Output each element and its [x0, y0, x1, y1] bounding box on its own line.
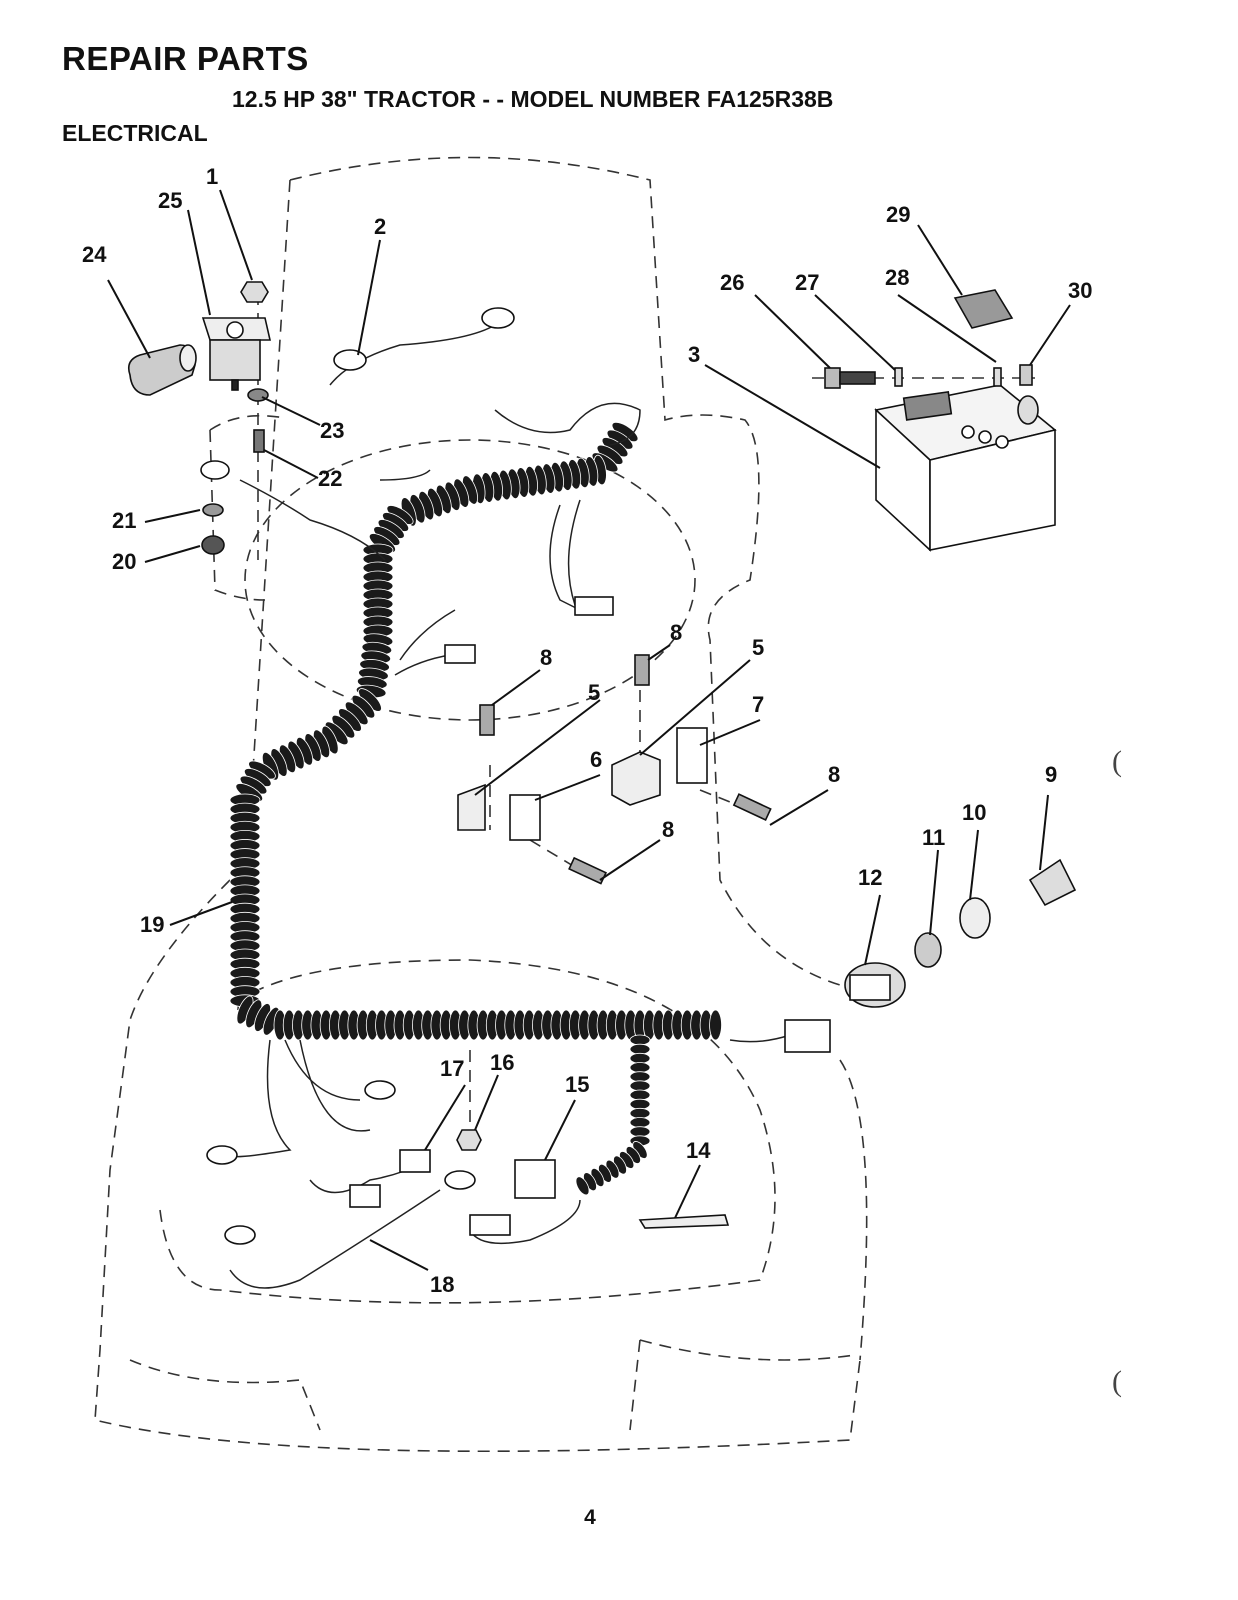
switch-bezel-part	[959, 897, 991, 939]
callout-22: 22	[318, 466, 342, 491]
battery-washer-part	[894, 367, 903, 387]
callout-27: 27	[795, 270, 819, 295]
callout-24: 24	[82, 242, 107, 267]
coil-loop	[629, 1107, 651, 1119]
callout-19: 19	[140, 912, 164, 937]
bracket-mark-b: (	[1112, 1365, 1122, 1398]
callout-labels: 1 2 3 5 5 6 7 8 8 8 8 9 10 11 12 14 15 1…	[82, 164, 1092, 1297]
callout-29: 29	[886, 202, 910, 227]
ignition-switch-part	[844, 962, 906, 1008]
callout-11: 11	[922, 825, 945, 850]
callout-8b: 8	[670, 620, 682, 645]
section-heading: ELECTRICAL	[62, 120, 208, 146]
coil-loop	[629, 1062, 651, 1073]
callout-23: 23	[320, 418, 344, 443]
callout-21: 21	[112, 508, 136, 533]
ring-terminal-b	[206, 1145, 238, 1165]
page-number: 4	[584, 1506, 596, 1529]
callout-30: 30	[1068, 278, 1092, 303]
coiled-wire-harness	[229, 421, 722, 1041]
hex-bolt-part-b	[634, 654, 650, 686]
callout-8a: 8	[540, 645, 552, 670]
callout-26: 26	[720, 270, 744, 295]
coil-loop	[629, 1098, 651, 1110]
coil-loop	[629, 1080, 651, 1092]
ring-terminal-part	[200, 460, 230, 480]
switch-bracket-part-b	[611, 751, 661, 806]
fuse-holder-part-b	[349, 1184, 381, 1208]
battery-part	[874, 384, 1057, 552]
callout-15: 15	[565, 1072, 589, 1097]
hex-nut-part-b	[456, 1129, 482, 1151]
model-subtitle: 12.5 HP 38" TRACTOR - - MODEL NUMBER FA1…	[232, 86, 834, 112]
callout-16: 16	[490, 1050, 514, 1075]
callout-25: 25	[158, 188, 182, 213]
callout-14: 14	[686, 1138, 711, 1163]
battery-nut-part	[1019, 364, 1033, 386]
callout-7: 7	[752, 692, 764, 717]
battery-bolt-part	[824, 367, 876, 389]
callout-2: 2	[374, 214, 386, 239]
page-title: REPAIR PARTS	[62, 40, 309, 77]
ring-terminal-d	[224, 1225, 256, 1245]
hex-nut-part	[240, 281, 269, 303]
harness-connector-b	[444, 644, 476, 664]
terminal-boot-part	[127, 344, 197, 396]
washer-part	[202, 503, 224, 517]
harness-plug	[784, 1019, 831, 1053]
coil-loop	[709, 1009, 722, 1041]
battery-pad-part	[953, 289, 1014, 329]
interlock-switch-part-b	[676, 727, 708, 784]
callout-8c: 8	[828, 762, 840, 787]
callout-8d: 8	[662, 817, 674, 842]
callout-12: 12	[858, 865, 882, 890]
callout-5a: 5	[588, 680, 600, 705]
callout-5b: 5	[752, 635, 764, 660]
coil-loop	[629, 1117, 651, 1128]
callout-3: 3	[688, 342, 700, 367]
callout-28: 28	[885, 265, 909, 290]
callout-18: 18	[430, 1272, 454, 1297]
bolt-part	[253, 429, 265, 453]
ignition-key-part	[1028, 858, 1077, 907]
coil-loop	[629, 1034, 651, 1046]
ring-terminal-c	[444, 1170, 476, 1190]
coiled-wire-lead	[575, 1034, 651, 1196]
tractor-outline	[94, 156, 1035, 1453]
starter-solenoid-part	[201, 317, 272, 391]
coil-loop	[629, 1052, 651, 1064]
coil-loop	[629, 1089, 651, 1101]
cable-tie-part	[638, 1214, 730, 1229]
interlock-switch-part	[509, 794, 541, 841]
callout-20: 20	[112, 549, 136, 574]
coil-loop	[629, 1126, 651, 1138]
coil-loop	[629, 1043, 651, 1055]
switch-bracket-part	[457, 783, 486, 831]
harness-connector	[574, 596, 614, 616]
callout-leaders	[107, 189, 1071, 1271]
callout-6: 6	[590, 747, 602, 772]
coil-loop	[629, 1071, 651, 1083]
callout-10: 10	[962, 800, 986, 825]
seat-switch-part	[514, 1159, 556, 1199]
callout-17: 17	[440, 1056, 464, 1081]
nut-part	[201, 535, 225, 555]
hex-bolt-part	[479, 704, 495, 736]
callout-9: 9	[1045, 762, 1057, 787]
switch-nut-part	[914, 932, 942, 968]
ground-cable-ring-terminal	[333, 349, 367, 371]
coil-loop	[575, 1176, 590, 1196]
ground-cable-ring-terminal-end	[481, 307, 515, 329]
battery-lock-washer-part	[993, 367, 1002, 387]
hex-bolt-part-c	[732, 793, 772, 821]
bracket-mark: (	[1112, 745, 1122, 778]
harness-connector-c	[469, 1214, 511, 1236]
callout-1: 1	[206, 164, 218, 189]
ring-terminal	[364, 1080, 396, 1100]
fuse-holder-part	[399, 1149, 431, 1173]
